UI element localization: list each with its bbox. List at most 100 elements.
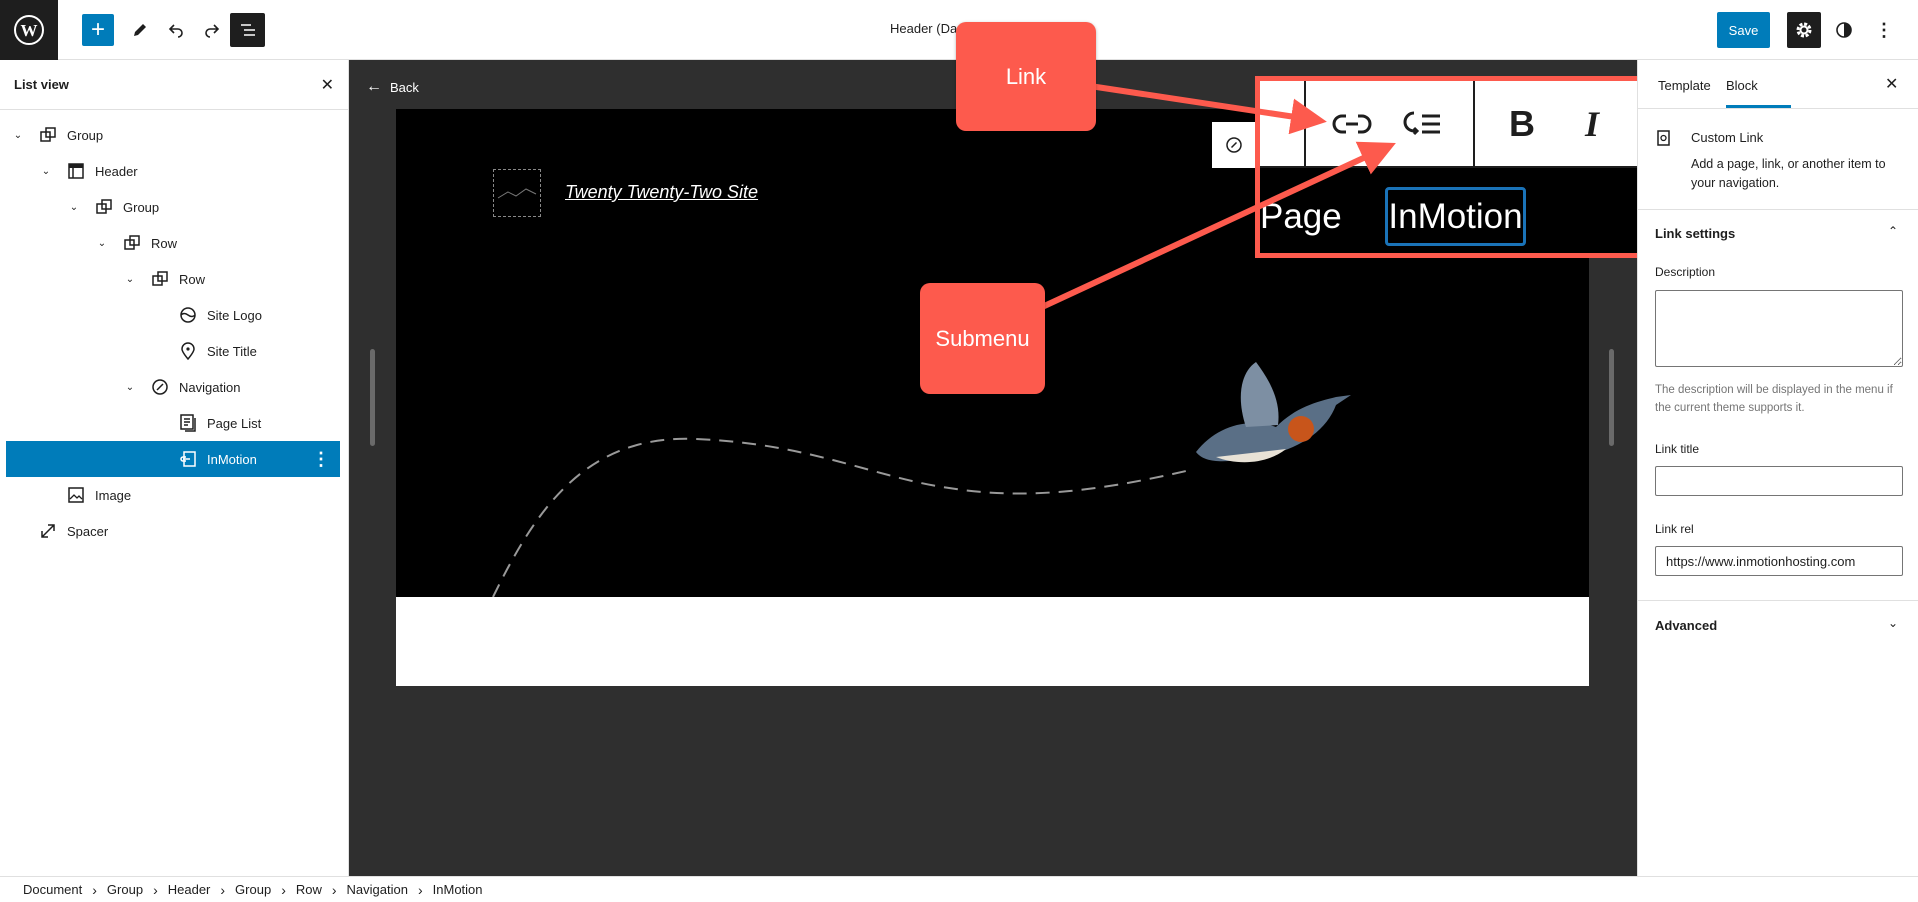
block-toolbar: B I: [1260, 81, 1656, 168]
wordpress-icon: W: [14, 15, 44, 45]
breadcrumb-item[interactable]: InMotion: [432, 882, 483, 897]
pencil-icon: [134, 24, 146, 36]
chevron-right-icon: ›: [281, 881, 286, 898]
chevron-down-icon[interactable]: ⌄: [97, 237, 107, 249]
link-title-input[interactable]: [1655, 466, 1903, 496]
site-logo-placeholder[interactable]: [493, 169, 541, 217]
chevron-down-icon[interactable]: ⌄: [125, 381, 135, 393]
compass-icon: [152, 379, 168, 395]
list-view-header: List view ✕: [0, 60, 348, 110]
map-pin-icon: [181, 342, 195, 361]
chevron-right-icon: ›: [220, 881, 226, 898]
group-icon: [40, 127, 56, 142]
close-sidebar-button[interactable]: ✕: [1885, 76, 1899, 93]
list-item-inmotion[interactable]: InMotion ⋮: [6, 441, 340, 477]
add-submenu-button[interactable]: [1392, 99, 1456, 149]
chevron-down-icon[interactable]: ⌄: [41, 165, 51, 177]
settings-button[interactable]: [1787, 12, 1821, 48]
navigation-block-button[interactable]: [1212, 122, 1256, 168]
list-item-label: Row: [151, 235, 178, 251]
redo-button[interactable]: [198, 14, 226, 46]
submenu-callout-label: Submenu: [920, 283, 1045, 394]
breadcrumb-item[interactable]: Group: [106, 882, 144, 897]
chevron-right-icon: ›: [153, 881, 158, 898]
custom-link-icon: [1657, 130, 1670, 146]
chevron-down-icon[interactable]: ⌄: [13, 129, 23, 141]
description-help: The description will be displayed in the…: [1655, 384, 1893, 414]
row-icon: [124, 235, 140, 250]
link-settings-panel-toggle[interactable]: Link settings: [1655, 226, 1736, 241]
gear-icon: [1796, 22, 1812, 38]
list-item-header[interactable]: ⌄Header: [6, 153, 340, 189]
link-button[interactable]: [1320, 99, 1384, 149]
list-item-label: Site Title: [207, 343, 257, 359]
list-item-label: Row: [179, 271, 206, 287]
italic-button[interactable]: I: [1560, 99, 1624, 149]
back-button[interactable]: ←Back: [366, 78, 419, 96]
breadcrumb-item[interactable]: Row: [295, 882, 322, 897]
link-rel-input[interactable]: https://www.inmotionhosting.com: [1655, 546, 1903, 576]
list-view-title: List view: [14, 77, 69, 92]
undo-icon: [168, 24, 183, 38]
save-button[interactable]: Save: [1717, 12, 1770, 48]
add-block-button[interactable]: +: [82, 14, 114, 46]
list-item-row[interactable]: ⌄ Row: [6, 225, 340, 261]
list-item-label: Group: [123, 199, 160, 215]
nav-item-inmotion[interactable]: InMotion: [1385, 187, 1526, 246]
site-title[interactable]: Twenty Twenty-Two Site: [565, 182, 759, 202]
breadcrumb-item[interactable]: Document: [23, 882, 83, 897]
list-item-row[interactable]: ⌄ Row: [6, 261, 340, 297]
description-textarea[interactable]: [1655, 290, 1903, 367]
tab-template[interactable]: Template: [1658, 78, 1711, 93]
spacer-icon: [41, 524, 55, 538]
link-icon: [1332, 114, 1372, 134]
chevron-down-icon[interactable]: ⌄: [69, 201, 79, 213]
breadcrumb-item[interactable]: Navigation: [346, 882, 408, 897]
list-item-site-logo[interactable]: Site Logo: [6, 297, 340, 333]
list-view-button[interactable]: [230, 13, 265, 47]
list-item-label: Navigation: [179, 379, 241, 395]
back-label: Back: [390, 79, 419, 95]
chevron-up-icon[interactable]: ⌃: [1888, 224, 1899, 238]
breadcrumb-item[interactable]: Header: [167, 882, 211, 897]
block-name: Custom Link: [1691, 130, 1764, 145]
document-title[interactable]: Header (Da: [890, 21, 958, 36]
list-item-group[interactable]: ⌄Group: [6, 117, 340, 153]
submenu-icon: [1403, 111, 1440, 136]
list-item-group[interactable]: ⌄ Group: [6, 189, 340, 225]
list-view-icon: [240, 24, 255, 36]
zoomed-toolbar-callout: B I Page InMotion: [1255, 76, 1661, 258]
undo-button[interactable]: [162, 14, 190, 46]
svg-text:W: W: [21, 21, 38, 40]
list-item-spacer[interactable]: Spacer: [6, 513, 340, 549]
list-item-page-list[interactable]: Page List: [6, 405, 340, 441]
chevron-down-icon[interactable]: ⌄: [125, 273, 135, 285]
link-title-label: Link title: [1655, 442, 1700, 456]
link-rel-label: Link rel: [1655, 522, 1694, 536]
tab-block[interactable]: Block: [1726, 78, 1758, 93]
options-button[interactable]: ⋮: [1872, 14, 1896, 46]
site-logo-icon: [180, 307, 196, 323]
list-item-label: InMotion: [207, 451, 257, 467]
styles-button[interactable]: [1831, 14, 1857, 46]
nav-item-page[interactable]: Page: [1260, 197, 1342, 236]
list-item-site-title[interactable]: Site Title: [6, 333, 340, 369]
dashed-flight-path: [492, 437, 1187, 597]
advanced-panel-toggle[interactable]: Advanced: [1655, 618, 1718, 633]
tools-button[interactable]: [126, 14, 154, 46]
chevron-down-icon[interactable]: ⌄: [1888, 616, 1899, 630]
header-icon: [68, 163, 84, 179]
bold-button[interactable]: B: [1490, 99, 1554, 149]
right-scrollbar[interactable]: [1609, 349, 1614, 446]
block-options-kebab-icon[interactable]: ⋮: [312, 448, 330, 469]
breadcrumb-item[interactable]: Group: [235, 882, 272, 897]
close-list-view-button[interactable]: ✕: [320, 76, 334, 94]
chevron-right-icon: ›: [417, 881, 423, 898]
chevron-right-icon: ›: [331, 881, 337, 898]
list-item-navigation[interactable]: ⌄ Navigation: [6, 369, 340, 405]
list-item-image[interactable]: Image: [6, 477, 340, 513]
page-list-icon: [180, 414, 196, 432]
wordpress-logo-button[interactable]: W: [0, 0, 58, 60]
left-scrollbar[interactable]: [370, 349, 375, 446]
